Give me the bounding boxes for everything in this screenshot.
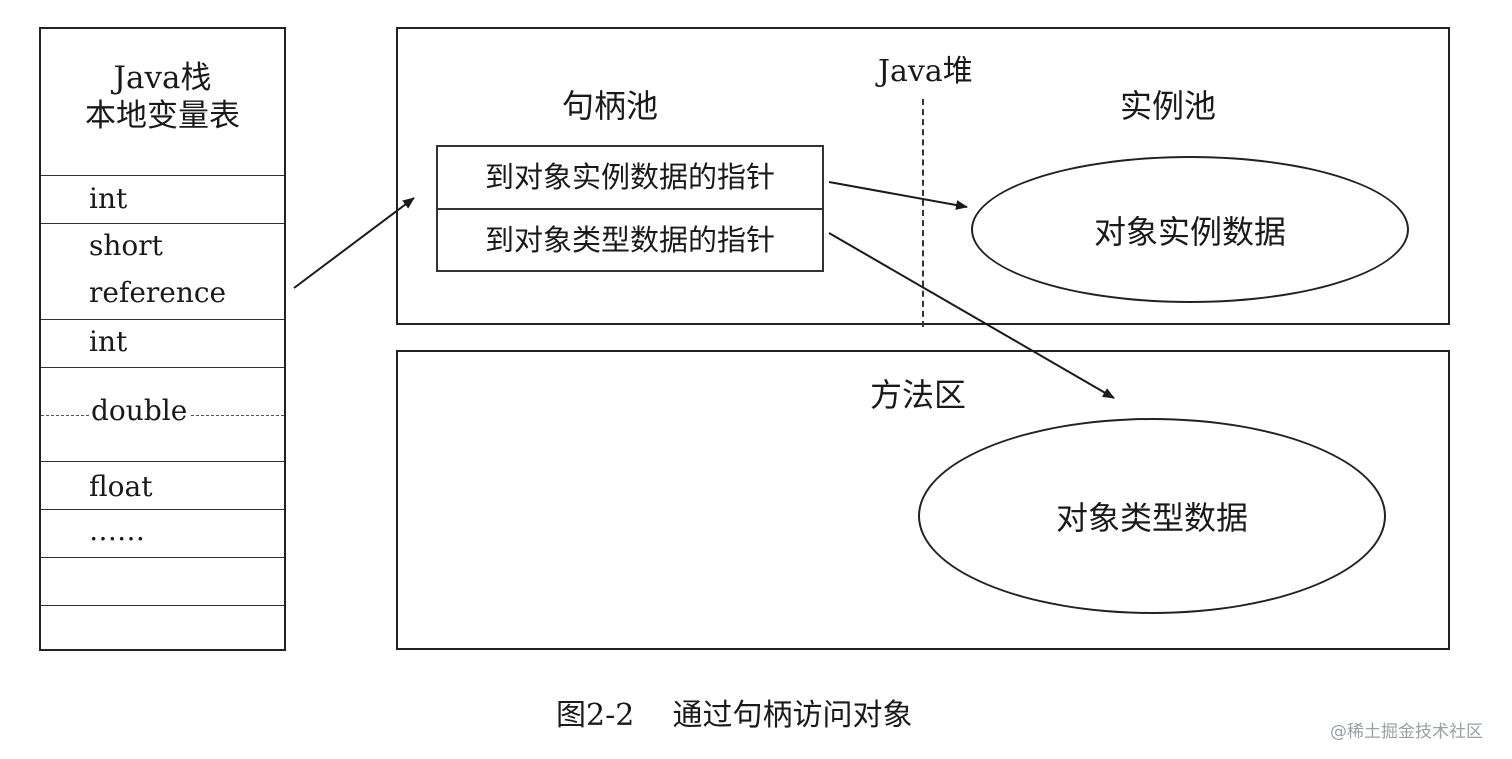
- slot-label: double: [89, 394, 190, 427]
- slot-int: int: [41, 175, 284, 223]
- method-area-box: 方法区 对象类型数据: [396, 350, 1450, 650]
- handle-row-instance-pointer: 到对象实例数据的指针: [484, 160, 775, 194]
- heap-title: Java堆: [878, 54, 973, 89]
- handle-table: 到对象实例数据的指针 到对象类型数据的指针: [436, 145, 824, 272]
- handle-row-type-pointer: 到对象类型数据的指针: [438, 208, 822, 269]
- java-stack-box: Java栈 本地变量表 int short reference int doub…: [39, 27, 286, 651]
- stack-title-line1: Java栈: [113, 60, 212, 96]
- slot-label: ……: [89, 514, 145, 547]
- slot-int-2: int: [41, 319, 284, 367]
- stack-title-line2: 本地变量表: [85, 98, 240, 134]
- slot-label: reference: [89, 276, 227, 309]
- slot-empty: [41, 557, 284, 605]
- slot-label: int: [89, 325, 128, 358]
- caption-text: 图2-2 通过句柄访问对象: [556, 698, 913, 733]
- handle-pool-title: 句柄池: [562, 87, 659, 125]
- slot-short: short: [41, 223, 284, 271]
- instance-data-label: 对象实例数据: [1093, 212, 1286, 251]
- heap-divider: [922, 99, 924, 327]
- slot-label: float: [89, 470, 153, 503]
- slot-label: short: [89, 229, 163, 262]
- stack-title: Java栈 本地变量表: [41, 59, 284, 135]
- slot-ellipsis: ……: [41, 509, 284, 557]
- watermark: @稀土掘金技术社区: [1330, 722, 1483, 742]
- method-area-title: 方法区: [870, 376, 967, 414]
- figure-caption: 图2-2 通过句柄访问对象: [556, 690, 912, 734]
- slot-reference: reference: [41, 271, 284, 319]
- java-heap-box: Java堆 句柄池 实例池 到对象实例数据的指针 到对象类型数据的指针 对象实例…: [396, 27, 1450, 327]
- instance-data-ellipse: 对象实例数据: [971, 156, 1409, 303]
- instance-pool-title: 实例池: [1120, 87, 1217, 125]
- type-data-ellipse: 对象类型数据: [918, 418, 1386, 614]
- slot-float: float: [41, 461, 284, 509]
- slot-double: double: [41, 367, 284, 461]
- slot-empty: [41, 605, 284, 651]
- slot-label: int: [89, 182, 128, 215]
- type-data-label: 对象类型数据: [1055, 499, 1248, 537]
